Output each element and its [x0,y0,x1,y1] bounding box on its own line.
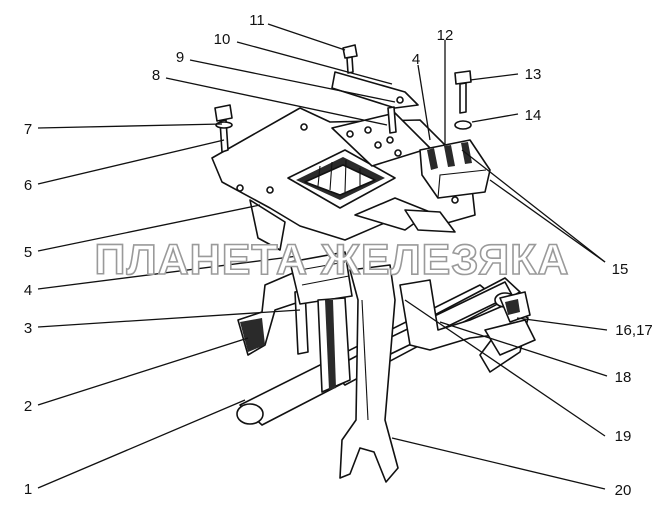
interlock-blocks [419,139,491,199]
watermark-text: ПЛАНЕТА ЖЕЛЕЗЯКА [95,236,570,284]
bolts [214,44,472,153]
callout-20: 20 [615,482,632,499]
callout-19: 19 [615,428,632,445]
rod-head [499,291,531,323]
callout-1: 1 [24,481,32,498]
callout-18: 18 [615,369,632,386]
callout-4-upper: 4 [412,51,420,68]
callout-7: 7 [24,121,32,138]
callout-6: 6 [24,177,32,194]
callout-12: 12 [437,27,454,44]
leader-lines [37,23,608,490]
assembly-drawing [211,44,536,483]
fork-main [339,264,399,483]
fork-right [399,279,536,373]
callout-11: 11 [249,12,265,29]
callout-8: 8 [152,67,160,84]
callout-16-17: 16,17 [615,322,653,339]
lever-plate [331,71,419,134]
callout-4-lower: 4 [24,282,32,299]
shift-heads [289,251,353,393]
callout-13: 13 [525,66,542,83]
callout-10: 10 [214,31,231,48]
cover-plate [211,107,476,251]
callout-9: 9 [176,49,184,66]
callout-labels: 1 2 3 4 4 5 6 7 8 9 10 11 12 13 14 15 16… [24,12,653,499]
callout-3: 3 [24,320,32,337]
callout-2: 2 [24,398,32,415]
callout-15: 15 [612,261,629,278]
callout-5: 5 [24,244,32,261]
callout-14: 14 [525,107,542,124]
